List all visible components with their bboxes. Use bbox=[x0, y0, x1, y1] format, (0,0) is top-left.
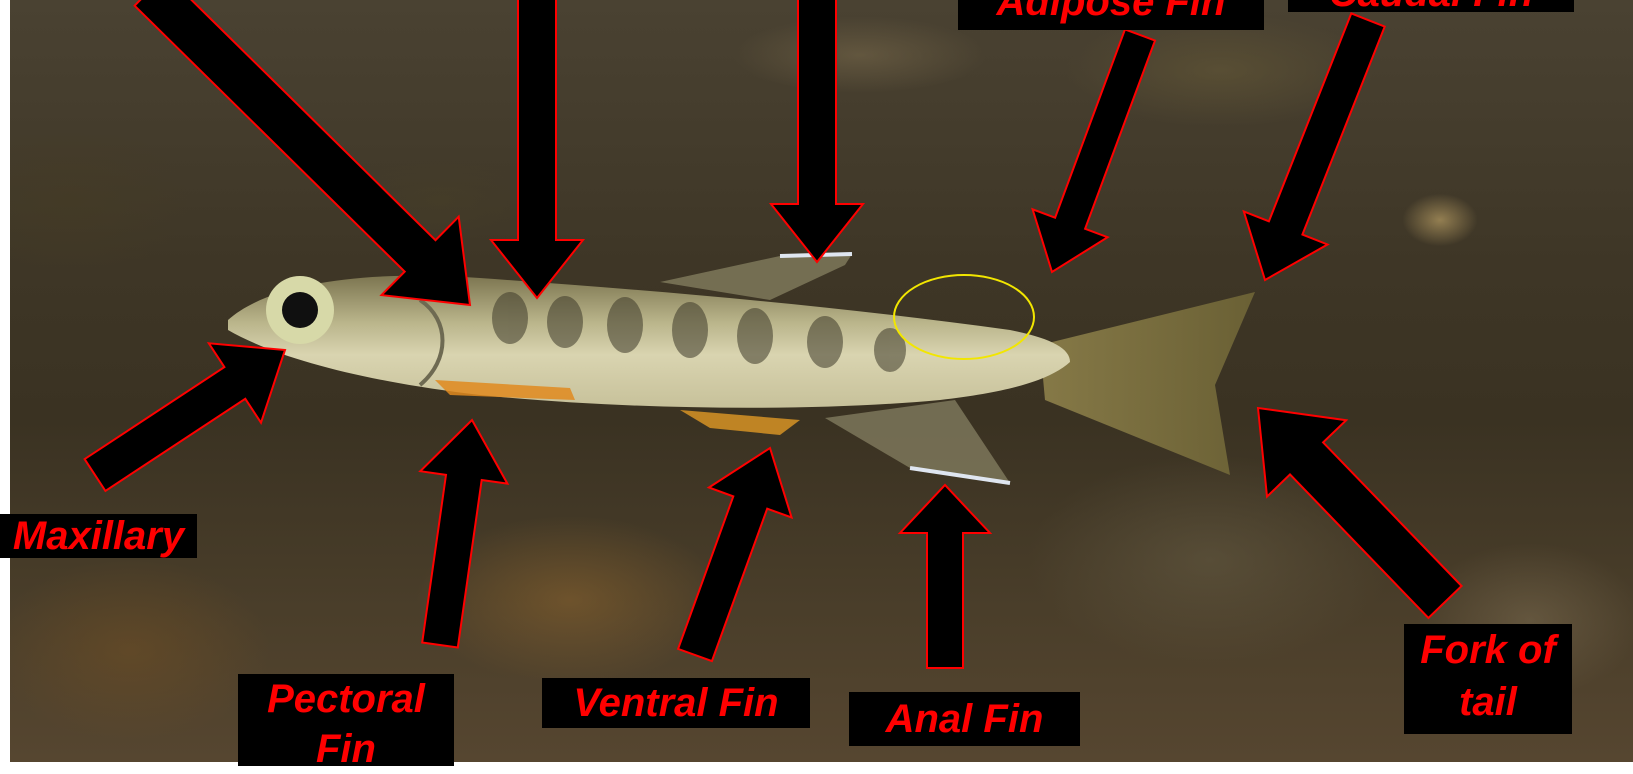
label-ventral-fin: Ventral Fin bbox=[542, 678, 810, 728]
arrow-maxillary-icon bbox=[85, 343, 285, 491]
arrow-anal-fin-icon bbox=[900, 485, 990, 668]
arrow-pectoral-fin-icon bbox=[420, 420, 507, 648]
label-maxillary: Maxillary bbox=[0, 514, 197, 558]
label-anal-fin: Anal Fin bbox=[849, 692, 1080, 746]
label-pectoral-fin: Pectoral Fin bbox=[238, 674, 454, 766]
arrow-group bbox=[85, 0, 1462, 668]
arrow-vertical-1-icon bbox=[491, 0, 583, 298]
arrow-caudal-fin-icon bbox=[1244, 13, 1385, 280]
arrow-ventral-fin-icon bbox=[678, 448, 792, 661]
arrow-fork-of-tail-icon bbox=[1258, 408, 1462, 618]
adipose-highlight-ellipse bbox=[894, 275, 1034, 359]
label-adipose-fin: Adipose Fin bbox=[958, 0, 1264, 30]
label-caudal-fin: Caudal Fin bbox=[1288, 0, 1574, 12]
arrow-diagonal-head-icon bbox=[135, 0, 470, 305]
label-fork-of-tail: Fork of tail bbox=[1404, 624, 1572, 734]
arrow-adipose-fin-icon bbox=[1033, 29, 1155, 272]
arrow-dorsal-fin-icon bbox=[771, 0, 863, 262]
